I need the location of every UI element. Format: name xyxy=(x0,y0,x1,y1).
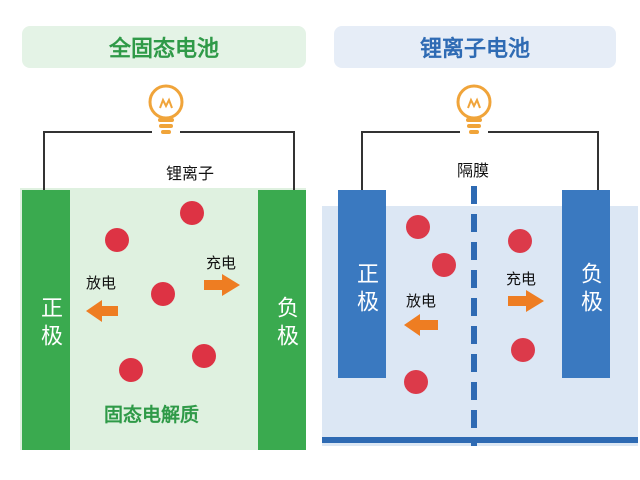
lithium-ion xyxy=(511,338,535,362)
discharge-arrow-left xyxy=(86,300,118,322)
lithium-ion xyxy=(406,215,430,239)
negative-electrode-left xyxy=(258,190,306,450)
lithium-ion-battery-title: 锂离子电池 xyxy=(334,26,616,68)
solid-electrolyte-label: 固态电解质 xyxy=(104,404,200,426)
lithium-ion xyxy=(432,253,456,277)
charge-arrow-right xyxy=(508,290,544,312)
lithium-ion xyxy=(508,229,532,253)
solid-state-battery-title: 全固态电池 xyxy=(22,26,306,68)
negative-electrode-label-right: 负极 xyxy=(577,262,602,318)
charge-label-left: 充电 xyxy=(206,254,237,272)
lithium-ion xyxy=(180,201,204,225)
lightbulb-icon xyxy=(456,84,492,138)
lightbulb-icon xyxy=(148,84,184,138)
lithium-ion xyxy=(119,358,143,382)
lithium-ion xyxy=(151,282,175,306)
positive-electrode-label-right: 正极 xyxy=(353,262,378,318)
positive-electrode-right xyxy=(338,190,386,378)
negative-electrode-label-left: 负极 xyxy=(273,296,298,352)
separator-label: 隔膜 xyxy=(457,161,490,180)
positive-electrode-label-left: 正极 xyxy=(37,296,62,352)
lithium-ion-label: 锂离子 xyxy=(166,164,215,183)
positive-electrode-left xyxy=(22,190,70,450)
container-bottom-line xyxy=(322,437,638,443)
discharge-label-right: 放电 xyxy=(406,292,437,310)
lithium-ion xyxy=(105,228,129,252)
charge-arrow-left xyxy=(204,274,240,296)
discharge-label-left: 放电 xyxy=(86,274,117,292)
lithium-ion xyxy=(404,370,428,394)
lithium-ion xyxy=(192,344,216,368)
discharge-arrow-right xyxy=(404,314,438,336)
negative-electrode-right xyxy=(562,190,610,378)
charge-label-right: 充电 xyxy=(506,270,537,288)
